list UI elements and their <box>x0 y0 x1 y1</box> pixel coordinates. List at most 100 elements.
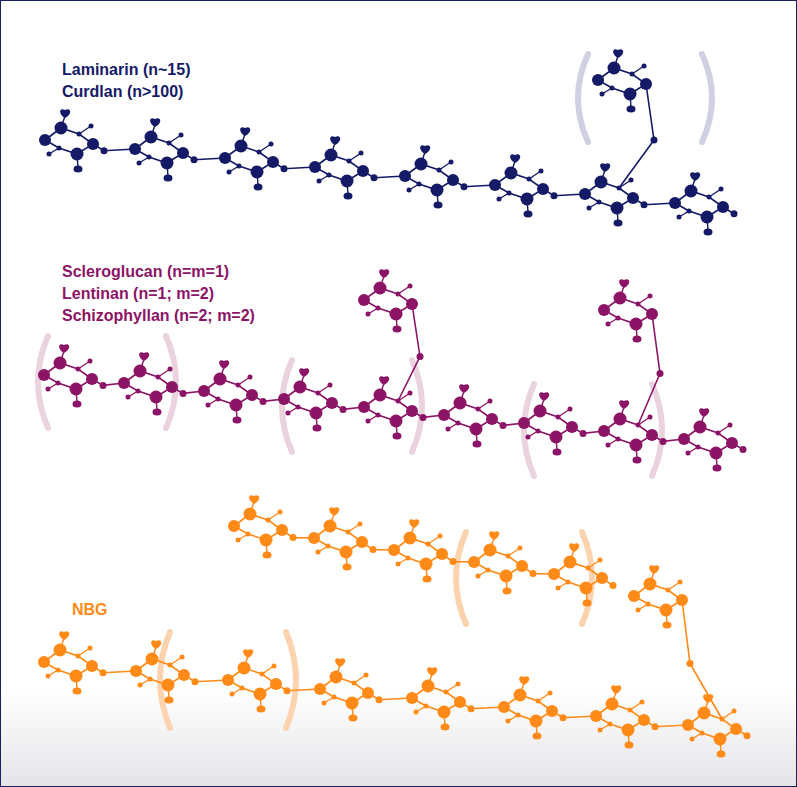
atom-dot <box>87 138 99 150</box>
atom-dot <box>228 520 240 532</box>
oxygen-dot <box>260 398 267 405</box>
oxygen-dot <box>100 669 107 676</box>
oxygen-dot <box>652 723 659 730</box>
hydroxyl-mark <box>409 519 419 528</box>
atom-dot <box>648 415 653 420</box>
oxygen-dot <box>180 390 187 397</box>
glucose-unit <box>498 676 558 739</box>
atom-dot <box>454 397 467 410</box>
atom-dot <box>235 140 248 153</box>
hydroxyl-mark <box>690 172 700 181</box>
atom-dot <box>640 78 652 90</box>
atom-dot <box>161 157 174 170</box>
atom-dot <box>341 175 354 188</box>
bracket-open <box>578 54 588 142</box>
atom-dot <box>376 306 381 311</box>
atom-dot <box>642 64 647 69</box>
atom-dot <box>77 132 82 137</box>
hydroxyl-mark <box>699 408 709 417</box>
atom-dot <box>346 530 351 535</box>
glucose-unit <box>669 172 729 235</box>
atom-dot <box>310 407 323 420</box>
hydroxyl-mark <box>299 368 309 377</box>
atom-dot <box>118 377 130 389</box>
atom-dot <box>167 141 172 146</box>
atom-dot <box>614 292 627 305</box>
hydroxyl-mark <box>519 676 529 685</box>
atom-dot <box>606 443 611 448</box>
atom-dot <box>678 580 683 585</box>
atom-dot <box>286 411 291 416</box>
atom-dot <box>179 133 184 138</box>
atom-dot <box>468 556 480 568</box>
atom-dot <box>622 724 635 737</box>
atom-dot <box>206 403 211 408</box>
atom-dot <box>719 187 724 192</box>
atom-dot <box>648 294 653 299</box>
atom-dot <box>521 193 534 206</box>
hydroxyl-mark <box>649 565 659 574</box>
atom-dot <box>564 556 577 569</box>
hydroxyl-mark <box>613 49 623 58</box>
hydroxyl-mark <box>427 667 437 676</box>
atom-dot <box>698 707 711 720</box>
ring-bond <box>684 427 732 453</box>
atom-dot <box>610 86 615 91</box>
atom-dot <box>630 72 635 77</box>
atom-dot <box>168 367 173 372</box>
hydroxyl-mark <box>329 507 339 516</box>
glycosidic-bond <box>273 162 315 169</box>
atom-dot <box>682 719 694 731</box>
oxygen-dot <box>580 430 587 437</box>
glucose-unit <box>598 400 658 463</box>
glycosidic-bond <box>368 693 412 700</box>
atom-dot <box>254 688 267 701</box>
atom-dot <box>595 176 608 189</box>
atom-dot <box>690 737 695 742</box>
hydroxyl-mark <box>611 685 621 694</box>
repeat-bracket <box>282 360 422 452</box>
atom-dot <box>489 179 501 191</box>
atom-dot <box>597 200 602 205</box>
hydroxyl-mark <box>240 127 250 136</box>
floor-gradient <box>0 690 797 787</box>
atom-dot <box>376 413 381 418</box>
oxygen-dot <box>101 147 108 154</box>
atom-dot <box>598 304 610 316</box>
oxygen-dot <box>192 678 199 685</box>
atom-dot <box>180 655 185 660</box>
ring-bond <box>364 395 412 421</box>
atom-dot <box>406 692 418 704</box>
bracket-open <box>38 336 48 428</box>
atom-dot <box>56 668 61 673</box>
hydroxyl-mark <box>489 531 499 540</box>
atom-dot <box>438 534 443 539</box>
atom-dot <box>309 161 321 173</box>
atom-dot <box>627 192 639 204</box>
glycosidic-bond <box>633 198 675 205</box>
glucose-unit <box>130 640 190 703</box>
atom-dot <box>317 179 322 184</box>
atom-dot <box>46 387 51 392</box>
atom-dot <box>316 550 321 555</box>
glucose-unit <box>592 49 652 112</box>
hydroxyl-mark <box>459 384 469 393</box>
ring-bond <box>364 288 412 314</box>
atom-dot <box>579 188 591 200</box>
oxygen-dot <box>371 174 378 181</box>
hydroxyl-mark <box>257 706 266 713</box>
atom-dot <box>316 391 321 396</box>
ring-bond <box>314 526 362 552</box>
atom-dot <box>269 142 274 147</box>
branch-link <box>358 269 424 401</box>
atom-dot <box>598 728 603 733</box>
glucan-chain <box>38 344 747 471</box>
hydroxyl-mark <box>335 658 345 667</box>
atom-dot <box>638 714 650 726</box>
branch-link <box>592 49 658 188</box>
atom-dot <box>46 674 51 679</box>
atom-dot <box>390 415 403 428</box>
oxygen-dot <box>744 732 751 739</box>
oxygen-dot <box>687 660 694 667</box>
